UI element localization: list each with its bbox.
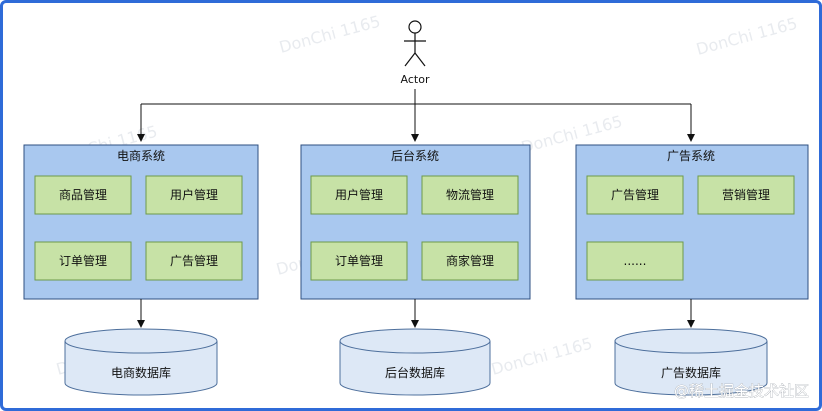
db-connectors <box>137 299 695 328</box>
database-ecommerce: 电商数据库 <box>64 328 218 396</box>
module-label: 商家管理 <box>446 253 494 268</box>
actor-connectors <box>137 89 695 142</box>
database-label: 后台数据库 <box>385 365 445 380</box>
module-box: 用户管理 <box>145 175 243 215</box>
watermark-text: DonChi 1165 <box>694 14 799 59</box>
module-box: 广告管理 <box>145 241 243 281</box>
module-box: 商家管理 <box>421 241 519 281</box>
database-advertising: 广告数据库 <box>614 328 768 396</box>
module-box: 订单管理 <box>34 241 132 281</box>
module-label: 用户管理 <box>335 187 383 202</box>
module-box: 物流管理 <box>421 175 519 215</box>
module-box: 订单管理 <box>310 241 408 281</box>
module-label: 广告管理 <box>611 187 659 202</box>
module-label: ...... <box>624 254 647 268</box>
watermark-text: DonChi 1165 <box>277 12 382 57</box>
database-label: 广告数据库 <box>661 365 721 380</box>
module-box: 广告管理 <box>586 175 684 215</box>
module-label: 营销管理 <box>722 187 770 202</box>
system-backend: 后台系统 用户管理 物流管理 订单管理 商家管理 <box>300 144 531 300</box>
module-label: 用户管理 <box>170 187 218 202</box>
actor-label: Actor <box>401 73 430 86</box>
system-advertising: 广告系统 广告管理 营销管理 ...... <box>575 144 809 300</box>
module-label: 订单管理 <box>335 253 383 268</box>
module-label: 商品管理 <box>59 187 107 202</box>
database-backend: 后台数据库 <box>339 328 491 396</box>
database-label: 电商数据库 <box>111 365 171 380</box>
system-title: 广告系统 <box>667 149 715 163</box>
stick-figure-icon <box>404 20 426 67</box>
module-label: 物流管理 <box>446 187 494 202</box>
architecture-diagram: DonChi 1165 DonChi 1165 DonChi 1165 DonC… <box>23 12 809 400</box>
module-box: 用户管理 <box>310 175 408 215</box>
watermark-text: DonChi 1165 <box>489 334 594 379</box>
module-label: 订单管理 <box>59 253 107 268</box>
module-label: 广告管理 <box>170 253 218 268</box>
system-title: 后台系统 <box>391 148 439 163</box>
module-box: 商品管理 <box>34 175 132 215</box>
brand-watermark: @稀土掘金技术社区 <box>674 382 809 400</box>
system-title: 电商系统 <box>117 148 165 163</box>
actor: Actor <box>401 20 430 86</box>
system-ecommerce: 电商系统 商品管理 用户管理 订单管理 广告管理 <box>23 144 259 300</box>
module-box: 营销管理 <box>697 175 795 215</box>
module-box: ...... <box>586 241 684 281</box>
